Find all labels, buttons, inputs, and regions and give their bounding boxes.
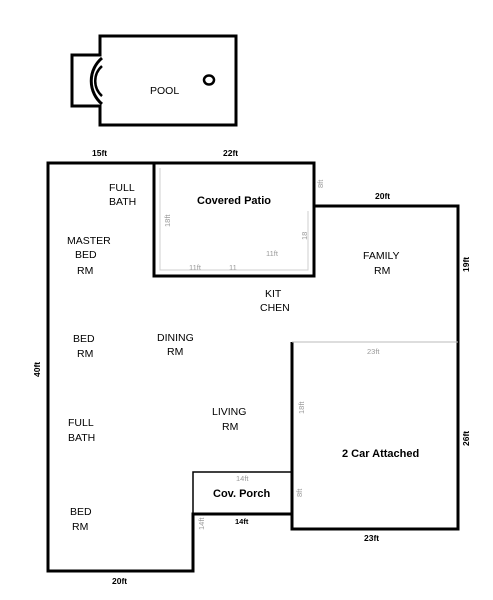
label-full-bath-bottom-1: FULL (68, 417, 94, 429)
label-full-bath-top-2: BATH (109, 196, 136, 208)
dim-patio-bottom-notch: 11 (229, 263, 237, 272)
label-pool: POOL (150, 85, 179, 97)
label-bed-bottom-2: RM (72, 521, 88, 533)
dim-garage-left: 18ft (297, 401, 306, 414)
label-master-2: BED (75, 249, 97, 261)
covered-patio-outline (152, 163, 316, 278)
patio-inner-border (159, 168, 309, 271)
label-garage: 2 Car Attached (342, 448, 419, 460)
dim-garage-bottom: 23ft (364, 533, 379, 543)
label-cov-porch: Cov. Porch (213, 488, 271, 500)
dim-top-patio: 22ft (223, 148, 238, 158)
label-full-bath-top-1: FULL (109, 182, 135, 194)
label-living-1: LIVING (212, 406, 246, 418)
dim-bottom: 20ft (112, 576, 127, 586)
label-kitchen-1: KIT (265, 288, 282, 300)
dim-garage-top: 23ft (367, 347, 380, 356)
label-covered-patio: Covered Patio (197, 195, 271, 207)
dim-porch-bottom: 14ft (235, 517, 249, 526)
dim-garage-right: 26ft (461, 431, 471, 446)
dim-porch-left: 14ft (197, 517, 206, 530)
pool: POOL (70, 34, 238, 127)
dim-porch-top: 14ft (236, 474, 249, 483)
dim-patio-inner-left: 18ft (163, 214, 172, 227)
label-bed-top-2: RM (77, 348, 93, 360)
dim-porch-right: 8ft (295, 488, 304, 497)
house-outline (46, 161, 460, 573)
cov-porch-outline (192, 471, 292, 514)
pool-outline (70, 34, 238, 127)
label-family-2: RM (374, 265, 390, 277)
label-master-3: RM (77, 265, 93, 277)
dim-family-top: 20ft (375, 191, 390, 201)
dim-patio-right: 8ft (316, 179, 325, 188)
dim-patio-bottom-right: 11ft (266, 249, 279, 258)
dim-patio-inner-right: 18 (300, 232, 309, 240)
dim-family-right: 19ft (461, 257, 471, 272)
pool-steps-outer (89, 56, 104, 106)
label-dining-2: RM (167, 346, 183, 358)
label-bed-bottom-1: BED (70, 506, 92, 518)
pool-steps-inner (93, 65, 103, 97)
label-dining-1: DINING (157, 332, 194, 344)
label-kitchen-2: CHEN (260, 302, 290, 314)
label-bed-top-1: BED (73, 333, 95, 345)
dim-left-side: 40ft (32, 362, 42, 377)
label-master-1: MASTER (67, 235, 111, 247)
dim-patio-bottom-left: 11ft (189, 263, 202, 272)
label-family-1: FAMILY (363, 250, 400, 262)
label-full-bath-bottom-2: BATH (68, 432, 95, 444)
pool-drain-icon (202, 74, 216, 86)
dim-top-left: 15ft (92, 148, 107, 158)
label-living-2: RM (222, 421, 238, 433)
